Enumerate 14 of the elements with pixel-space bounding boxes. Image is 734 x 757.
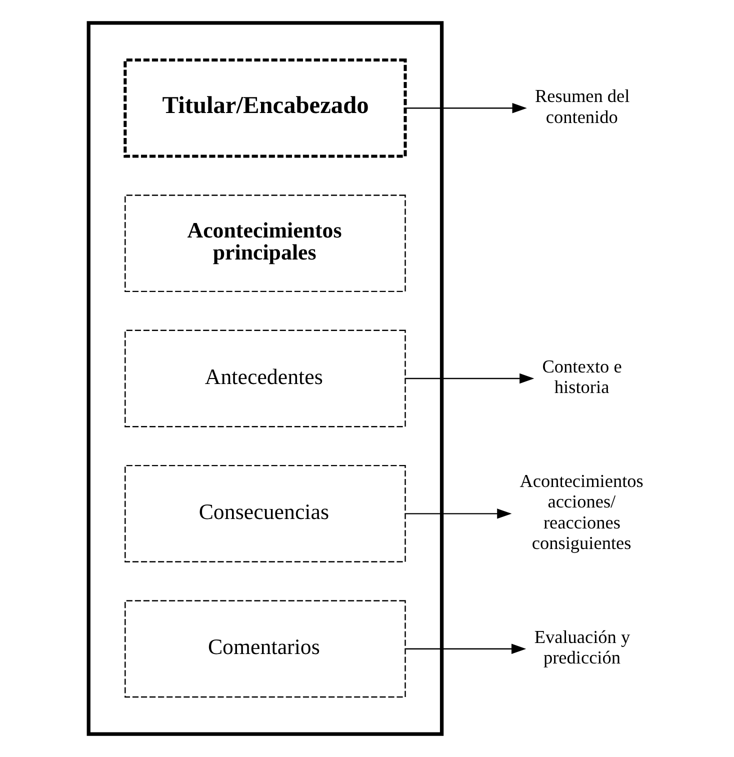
node-box: Comentarios xyxy=(124,600,406,698)
node-box: Consecuencias xyxy=(124,464,406,562)
node-text: Acontecimientos acciones/ reacciones consiguientes xyxy=(519,470,643,553)
arrow xyxy=(405,508,512,519)
arrow xyxy=(405,373,534,384)
node-box: Titular/Encabezado xyxy=(123,58,406,158)
node-text: Resumen del contenido xyxy=(534,86,630,127)
node-text: Contexto e historia xyxy=(542,356,622,398)
node-box: Antecedentes xyxy=(124,330,406,428)
arrow xyxy=(405,103,526,114)
node-box: Acontecimientos principales xyxy=(124,194,406,292)
cluster xyxy=(86,21,444,736)
arrow xyxy=(405,644,526,654)
node-text: Evaluación y predicción xyxy=(534,626,630,668)
